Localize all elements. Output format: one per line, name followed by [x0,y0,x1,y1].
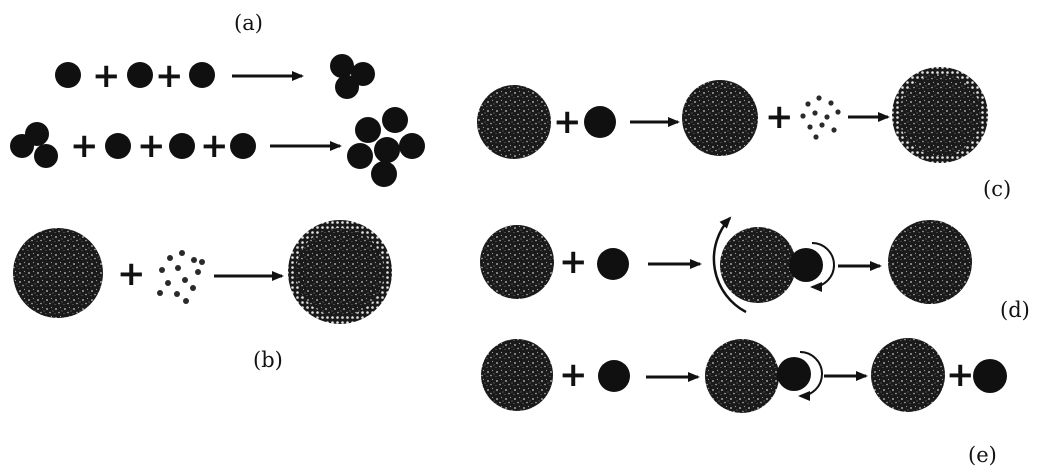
rotating-particle-pair [714,218,834,312]
plus-sign: + [70,126,99,166]
large-particle [477,85,551,159]
plus-sign: + [92,56,121,96]
panel-a-label: (a) [234,11,263,35]
small-particle [789,248,823,282]
large-particle [720,227,796,303]
plus-sign: + [559,242,588,282]
small-particle [189,62,215,88]
rotating-particle-pair [705,339,822,413]
panel-e-label: (e) [968,443,997,467]
large-particle [481,339,553,411]
merged-large-particle [888,220,972,304]
panel-d-label: (d) [1000,298,1030,322]
small-particle [598,360,630,392]
small-particle [105,133,131,159]
plus-sign: + [765,97,794,137]
small-particle [127,62,153,88]
fine-particle-cloud [157,250,205,304]
small-particle [230,133,256,159]
plus-sign: + [946,355,975,395]
panel-b-label: (b) [253,348,283,372]
panel-a: (a) + + + + + [10,11,425,187]
panel-c: + + (c) [477,67,1011,201]
panel-a-row-2: + + + [10,107,425,187]
plus-sign: + [137,126,166,166]
small-particle [973,359,1007,393]
small-particle [597,248,629,280]
plus-sign: + [559,355,588,395]
fine-particle-cloud [800,95,840,139]
small-particle [55,62,81,88]
plus-sign: + [200,126,229,166]
plus-sign: + [155,56,184,96]
panel-d: + (d) [480,218,1030,322]
particle-cluster-of-three [10,122,58,168]
small-particle [584,106,616,138]
large-particle [871,338,945,412]
panel-c-label: (c) [983,177,1011,201]
particle-cluster-of-three [330,54,375,99]
small-particle [777,357,811,391]
coated-large-particle [892,67,988,163]
plus-sign: + [117,254,146,294]
panel-e: + + (e) [481,338,1007,467]
large-particle [705,339,779,413]
panel-b: + (b) [13,220,392,372]
large-particle [682,80,758,156]
coated-large-particle [288,220,392,324]
particle-cluster-of-six [347,107,425,187]
plus-sign: + [553,102,582,142]
panel-a-row-1: + + [55,54,375,99]
large-particle [13,228,103,318]
small-particle [169,133,195,159]
large-particle [480,225,554,299]
